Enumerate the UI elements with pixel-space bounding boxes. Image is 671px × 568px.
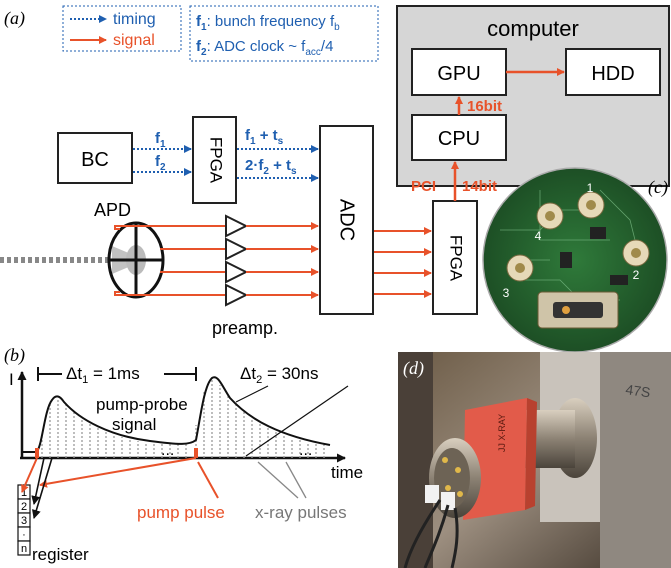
pcb-num-4: 4 [535,229,542,243]
pcb-num-3: 3 [503,286,510,300]
pump-pulse-label: pump pulse [137,503,225,522]
legend-timing-label: timing [113,11,156,28]
register-cell-n: n [21,543,27,555]
legend-f2-line: f2: ADC clock ~ facc/4 [196,38,333,58]
preamp-adc-lines [246,222,319,299]
computer-label: computer [487,16,579,41]
label-f1-ts: f1 + ts [245,127,284,147]
ellipsis-2: ... [299,442,312,459]
y-axis-label: I [9,370,14,389]
setup-photo: 47S JJ X-RAY [398,352,671,568]
label-f1: f1 [155,130,166,150]
x-axis-label: time [331,463,363,482]
panel-label-c: (c) [648,177,668,198]
preamp-triangles [225,214,249,307]
adc-block [319,125,374,315]
fpga1-block [192,116,237,204]
panel-label-d: (d) [403,358,424,379]
xray-pulse-pointers [257,461,307,499]
apd-label: APD [94,200,131,220]
xray-to-register-arrows [31,457,53,519]
pump-probe-curve [22,376,331,453]
panel-label-a: (a) [4,8,25,29]
pump-to-register-arrows [21,457,219,499]
legend-f1-line: f1: bunch frequency fb [196,13,340,33]
xray-pulse-columns [41,380,325,458]
panel-label-b: (b) [4,345,25,366]
pcb-photo: 1 2 3 4 [482,167,668,353]
register: 1 2 3 · n [17,484,31,556]
register-cell-3: 3 [21,515,27,527]
apd-signal-lines [114,225,225,296]
adc-label: ADC [336,199,358,241]
gpu-label: GPU [437,63,480,85]
ellipsis-1: ... [161,442,174,459]
photo-marker-note: 47S [625,381,652,400]
dt2-label: Δt2 = 30ns [240,364,318,386]
label-16bit: 16bit [467,98,502,115]
dt1-label: Δt1 = 1ms [66,364,140,386]
legend-signal-label: signal [113,32,155,49]
label-pci: PCI [411,178,436,195]
hdd-block [565,48,661,96]
pcb-num-1: 1 [587,181,594,195]
bc-block [57,132,133,184]
legend-frequencies: f1: bunch frequency fb f2: ADC clock ~ f… [189,5,379,62]
register-label: register [32,545,89,564]
pump-probe-label-2: signal [112,415,156,434]
fpga2-label: FPGA [447,235,466,282]
register-cell-1: 1 [21,487,27,499]
pcb-num-2: 2 [633,268,640,282]
legend-timing-signal: timing signal [62,5,182,52]
hdd-label: HDD [591,63,634,85]
label-f2: f2 [155,153,166,173]
label-14bit: 14bit [462,178,497,195]
preamp-label: preamp. [212,318,278,338]
pump-pulse-bar-1 [35,448,39,458]
pump-probe-label-1: pump-probe [96,395,188,414]
cpu-label: CPU [438,128,480,150]
gpu-block [411,48,507,96]
adc-fpga-lines [374,227,432,298]
register-cell-dot: · [22,529,26,541]
fpga1-label: FPGA [207,137,226,184]
pump-pulse-bar-2 [194,448,198,458]
label-2f2-ts: 2·f2 + ts [245,157,297,177]
register-cell-2: 2 [21,501,27,513]
fpga2-block [432,200,478,315]
photo-brand-label: JJ X-RAY [497,414,507,452]
xray-pulses-label: x-ray pulses [255,503,347,522]
bc-label: BC [81,149,109,171]
